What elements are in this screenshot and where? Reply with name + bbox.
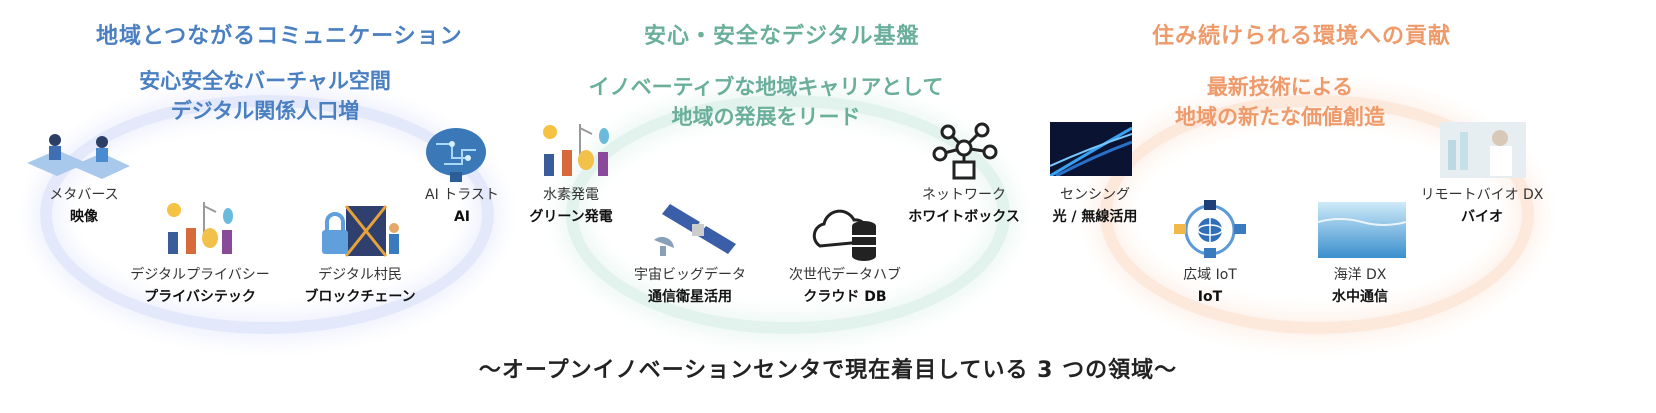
cloud-database-icon bbox=[810, 206, 882, 266]
satellite-icon bbox=[650, 200, 740, 262]
item-hydrogen: 水素発電 グリーン発電 bbox=[529, 187, 613, 225]
bio-lab-icon bbox=[1440, 122, 1526, 182]
blockchain-lock-icon bbox=[318, 204, 402, 264]
item-network: ネットワーク ホワイトボックス bbox=[908, 187, 1020, 225]
fiber-optic-icon bbox=[1049, 122, 1133, 180]
section-subtitle: 安心安全なバーチャル空間 デジタル関係人口増 bbox=[139, 69, 391, 123]
item-space-bigdata: 宇宙ビッグデータ 通信衛星活用 bbox=[634, 267, 746, 305]
vr-users-icon bbox=[22, 128, 132, 187]
section-subtitle: イノベーティブな地域キャリアとして 地域の発展をリード bbox=[588, 75, 944, 129]
item-sensing: センシング 光 / 無線活用 bbox=[1052, 187, 1138, 225]
network-node-icon bbox=[930, 120, 1000, 186]
item-metaverse: メタバース 映像 bbox=[49, 187, 119, 225]
item-digital-privacy: デジタルプライバシー プライバシテック bbox=[130, 267, 270, 305]
item-wide-area-iot: 広域 IoT IoT bbox=[1183, 267, 1237, 305]
hydrogen-power-icon bbox=[536, 122, 620, 186]
item-ai-trust: AI トラスト AI bbox=[425, 187, 499, 225]
iot-globe-icon bbox=[1172, 198, 1248, 264]
item-next-gen-datahub: 次世代データハブ クラウド DB bbox=[789, 267, 901, 305]
section-subtitle: 最新技術による 地域の新たな価値創造 bbox=[1175, 75, 1385, 129]
section-title: 安心・安全なデジタル基盤 bbox=[644, 24, 920, 49]
item-digital-villager: デジタル村民 ブロックチェーン bbox=[304, 267, 416, 305]
ocean-icon bbox=[1317, 202, 1407, 262]
section-title: 地域とつながるコミュニケーション bbox=[96, 24, 463, 49]
item-ocean-dx: 海洋 DX 水中通信 bbox=[1332, 267, 1388, 305]
people-energy-icon bbox=[160, 200, 244, 264]
ai-brain-icon bbox=[422, 124, 490, 188]
item-remote-bio: リモートバイオ DX バイオ bbox=[1420, 187, 1544, 225]
footer-caption: 〜オープンイノベーションセンタで現在着目している 3 つの領域〜 bbox=[478, 358, 1178, 383]
section-title: 住み続けられる環境への貢献 bbox=[1152, 24, 1452, 49]
